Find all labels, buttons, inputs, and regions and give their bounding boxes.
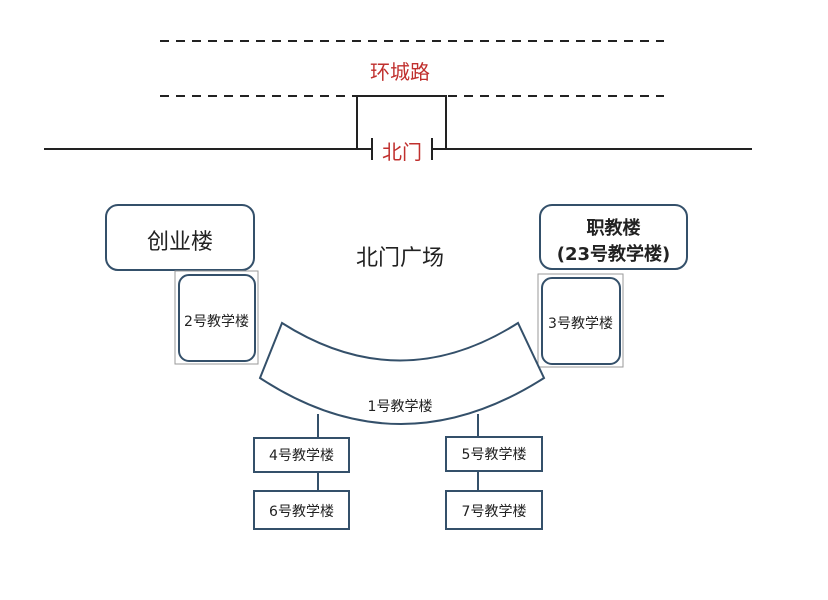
building-6: [253, 490, 350, 530]
zhijiao-label-line1: 职教楼: [586, 218, 641, 239]
gate-frame: [356, 95, 447, 150]
building-chuangye: [105, 204, 255, 271]
building-3: [541, 277, 621, 365]
square-label: 北门广场: [355, 246, 444, 271]
building-2-outer: [174, 270, 259, 365]
building-zhijiao: [539, 204, 688, 270]
building-3-label: 3号教学楼: [548, 316, 613, 332]
building-2: [178, 274, 256, 362]
gate-label: 北门: [382, 140, 422, 164]
building-5-label: 5号教学楼: [461, 447, 527, 463]
zhijiao-label-line2: (23号教学楼): [556, 244, 671, 265]
building-4: [253, 437, 350, 473]
building-2-label: 2号教学楼: [184, 314, 249, 330]
building-3-outer: [537, 273, 624, 368]
chuangye-label: 创业楼: [146, 230, 213, 255]
building-7: [445, 490, 543, 530]
road-label: 环城路: [370, 60, 430, 84]
building-1: [258, 321, 546, 425]
building-6-label: 6号教学楼: [269, 504, 334, 520]
building-4-label: 4号教学楼: [269, 448, 334, 464]
building-5: [445, 436, 543, 472]
building-7-label: 7号教学楼: [461, 504, 527, 520]
building-1-label: 1号教学楼: [367, 399, 433, 415]
